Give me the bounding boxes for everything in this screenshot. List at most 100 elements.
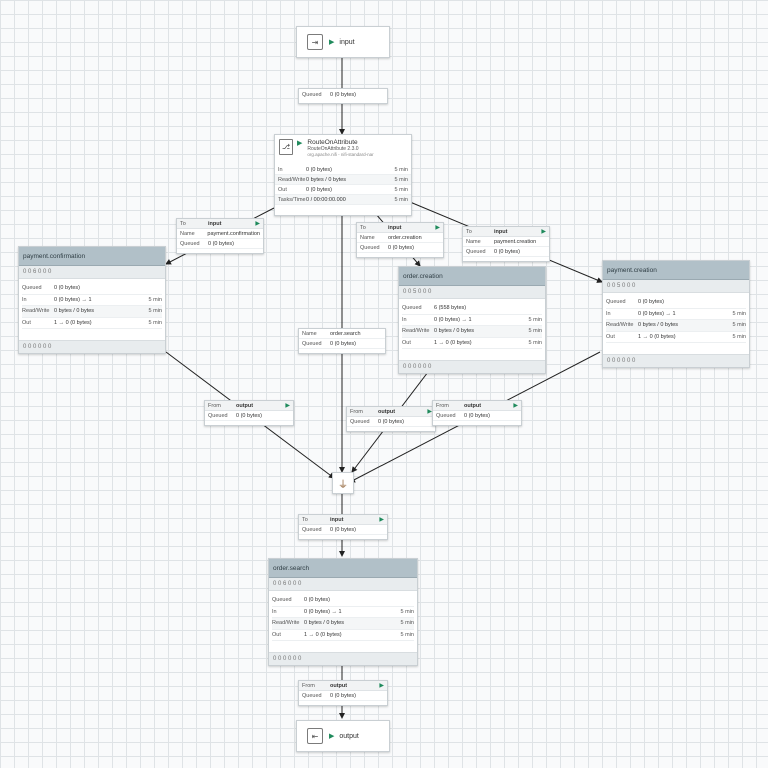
label-text: In xyxy=(278,166,283,173)
status-bar: 0 0 5 0 0 0 xyxy=(603,280,749,293)
time-text: 5 min xyxy=(400,631,414,638)
version-bar: 0 0 0 0 0 0 xyxy=(269,652,417,665)
output-port[interactable]: ⇤ ▶ output xyxy=(296,720,390,752)
from-text: output xyxy=(378,408,396,415)
funnel[interactable]: ⏚ xyxy=(332,472,354,494)
out-text: Out xyxy=(606,333,615,340)
from-text: output xyxy=(464,402,482,409)
status-bar: 0 0 5 0 0 0 xyxy=(399,286,545,299)
output-port-name: output xyxy=(339,732,359,740)
time-text: 5 min xyxy=(148,296,162,303)
processor-route-on-attribute[interactable]: ⎇ ▶ RouteOnAttribute RouteOnAttribute 2.… xyxy=(274,134,412,216)
process-group-title: order.creation xyxy=(399,267,545,286)
value-text: 0 (0 bytes) xyxy=(306,166,332,173)
name-text: Name xyxy=(302,330,317,337)
from-text: From xyxy=(302,682,315,689)
time-text: 5 min xyxy=(400,608,414,615)
pg-row: Out 1 → 0 (0 bytes) 5 min xyxy=(22,318,162,329)
to-text: input xyxy=(388,224,402,231)
version-bar: 0 0 0 0 0 0 xyxy=(603,354,749,367)
running-icon: ▶ xyxy=(329,733,335,740)
time-text: 5 min xyxy=(148,319,162,326)
time-text: 5 min xyxy=(394,196,408,203)
in-text: In xyxy=(272,608,277,615)
connection-label-input-route[interactable]: Queued 0 (0 bytes) xyxy=(298,88,388,104)
tri: ▶ xyxy=(255,221,260,227)
out-text: Out xyxy=(402,339,411,346)
name-text: payment.confirmation xyxy=(207,230,260,237)
time-text: 5 min xyxy=(732,322,746,329)
time-text: 5 min xyxy=(528,316,542,323)
queued-text: 0 (0 bytes) xyxy=(330,92,356,98)
process-group-title: payment.creation xyxy=(603,261,749,280)
input-port[interactable]: ⇥ ▶ input xyxy=(296,26,390,58)
to-text: To xyxy=(302,516,308,523)
processor-name: RouteOnAttribute xyxy=(307,139,358,146)
queued-text: Queued xyxy=(208,412,228,419)
input-port-name: input xyxy=(339,38,355,46)
queued-text: 0 (0 bytes) xyxy=(388,244,414,251)
out-text: 1 → 0 (0 bytes) xyxy=(434,339,472,346)
status-bar: 0 0 6 0 0 0 xyxy=(19,266,165,279)
status-bar: 0 0 6 0 0 0 xyxy=(269,578,417,591)
queued-text: 0 (0 bytes) xyxy=(330,526,356,533)
label-text: Read/Write xyxy=(278,176,306,183)
queued-text: Queued xyxy=(436,412,456,419)
tri: ▶ xyxy=(541,229,546,235)
name-text: order.search xyxy=(330,330,361,337)
out-text: 1 → 0 (0 bytes) xyxy=(54,319,92,326)
rw-text: 0 bytes / 0 bytes xyxy=(434,328,475,335)
queued-text: 0 (0 bytes) xyxy=(208,240,234,247)
in-text: In xyxy=(606,310,611,317)
to-text: To xyxy=(360,224,366,231)
output-port-icon: ⇤ xyxy=(307,728,323,744)
row: Name order.search xyxy=(299,329,385,339)
time-text: 5 min xyxy=(732,333,746,340)
read-write-text: Read/Write xyxy=(402,328,430,335)
out-text: Out xyxy=(22,319,31,326)
queued-text: 0 (0 bytes) xyxy=(494,248,520,255)
time-text: 5 min xyxy=(528,339,542,346)
read-write-text: Read/Write xyxy=(272,620,300,627)
to-text: input xyxy=(208,220,222,227)
to-text: To xyxy=(180,220,186,227)
time-text: 5 min xyxy=(732,310,746,317)
tri: ▶ xyxy=(427,409,432,415)
qhead: Queued 0 (0 bytes) xyxy=(299,89,387,101)
to-text: input xyxy=(330,516,344,523)
time-text: 5 min xyxy=(528,328,542,335)
tri: ▶ xyxy=(285,403,290,409)
